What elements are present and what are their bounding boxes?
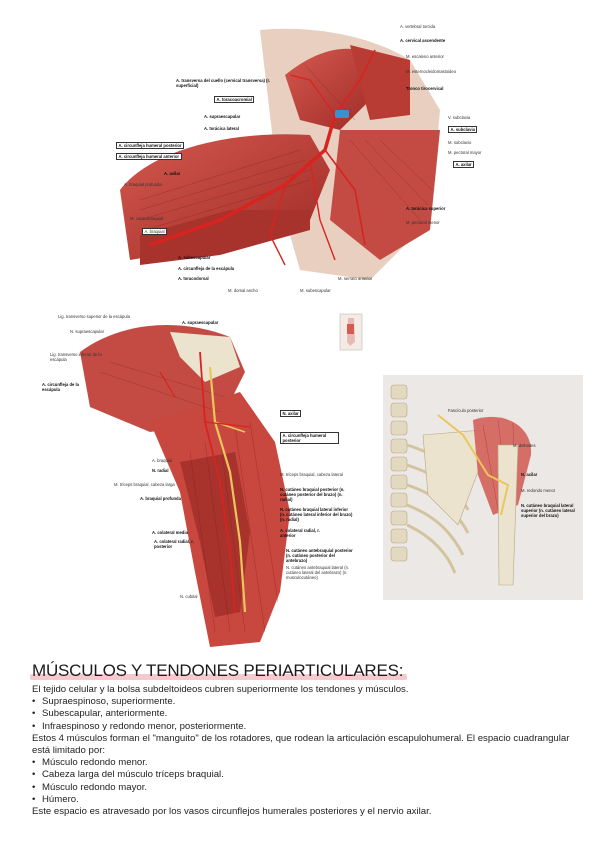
- posterior-arm-illustration: [80, 325, 290, 647]
- label: A. circunfleja humeral posterior: [280, 432, 339, 444]
- label: A. toracoacromial: [214, 96, 255, 103]
- figure-shoulder-skeleton: Fascículo posterior M. deltoides N. axil…: [383, 375, 583, 600]
- figure-top-axillary-dissection: A. vertebral torcida A. cervical ascende…: [110, 20, 500, 305]
- label: A. transversa del cuello (cervical trans…: [176, 78, 271, 88]
- label: Tronco tirocervical: [406, 86, 444, 91]
- label: N. axilar: [521, 472, 538, 477]
- label: N. cutáneo braquial posterior (n. cutáne…: [280, 487, 345, 502]
- label: Fascículo posterior: [448, 408, 484, 413]
- label: A. axilar: [164, 171, 181, 176]
- label: M. tríceps braquial, cabeza larga: [114, 482, 175, 487]
- paragraph-space-content: Este espacio es atravesado por los vasos…: [32, 806, 432, 818]
- label: A. toracodorsal: [178, 276, 209, 281]
- text-section: MÚSCULOS Y TENDONES PERIARTICULARES: El …: [29, 661, 572, 818]
- label: N. cutáneo antebraquial lateral (n. cutá…: [286, 565, 350, 580]
- paragraph-bursa: El tejido celular y la bolsa subdeltoide…: [32, 684, 409, 695]
- label: A. supraescapular: [204, 114, 241, 119]
- label: M. subclavio: [448, 140, 472, 145]
- label: A. circunfleja humeral posterior: [116, 142, 185, 149]
- label: Lig. transverso superior de la escápula: [58, 314, 130, 319]
- label: M. subescapular: [300, 288, 331, 293]
- label: N. cutáneo braquial lateral inferior (n.…: [280, 507, 353, 522]
- label: A. torácica superior: [406, 206, 446, 211]
- label: A. cervical ascendente: [400, 38, 446, 43]
- label: N. cubital: [180, 594, 198, 599]
- label: M. escaleno anterior: [406, 54, 444, 59]
- list-item: Supraespinoso, superiormente.: [32, 696, 572, 708]
- shoulder-skeleton-illustration: [383, 375, 583, 600]
- label: M. pectoral mayor: [448, 150, 482, 155]
- label: A. braquial profunda: [124, 182, 162, 187]
- arm-thumbnail-icon: [339, 313, 363, 351]
- label: A. axilar: [453, 161, 475, 168]
- list-item: Cabeza larga del músculo tríceps braquia…: [32, 769, 572, 781]
- label: M. esternocleidomastoideo: [406, 69, 457, 74]
- label: M. pectoral menor: [406, 220, 440, 225]
- section-heading: MÚSCULOS Y TENDONES PERIARTICULARES:: [29, 661, 408, 680]
- label: A. braquial: [142, 228, 168, 235]
- label: Lig. transverso inferior de la escápula: [50, 352, 102, 362]
- label: N. cutáneo braquial lateral superior (n.…: [521, 503, 575, 518]
- list-quadrangular-space: Músculo redondo menor. Cabeza larga del …: [32, 757, 572, 806]
- label: A. subescapular: [178, 255, 211, 260]
- label: A. braquial: [152, 458, 173, 463]
- list-item: Húmero.: [32, 794, 572, 806]
- list-item: Músculo redondo mayor.: [32, 782, 572, 794]
- paragraph-rotator-cuff: Estos 4 músculos forman el "manguito" de…: [32, 732, 570, 757]
- list-item: Músculo redondo menor.: [32, 757, 572, 769]
- label: A. supraescapular: [182, 320, 219, 325]
- label: A. colateral radial, r. anterior: [280, 528, 320, 538]
- label: A. circunfleja de la escápula: [178, 266, 235, 271]
- label: M. deltoides: [513, 443, 536, 448]
- list-item: Subescapular, anteriormente.: [32, 708, 572, 720]
- label: N. radial: [152, 468, 169, 473]
- orientation-thumbnail: [338, 312, 364, 352]
- label: A. vertebral torcida: [400, 24, 436, 29]
- label: V. subclavia: [448, 115, 471, 120]
- axilla-illustration: [120, 28, 440, 280]
- label: M. redondo menor: [521, 488, 556, 493]
- label: N. supraescapular: [70, 329, 104, 334]
- label: A. torácica lateral: [204, 126, 239, 131]
- label: M. coracobraquial: [130, 216, 164, 221]
- figure-posterior-arm: Lig. transverso superior de la escápula …: [30, 312, 360, 652]
- label: N. axilar: [280, 410, 302, 417]
- label: A. braquial profunda: [140, 496, 181, 501]
- label: A. circunfleja de la escápula: [42, 382, 80, 392]
- label: A. subclavia: [448, 126, 478, 133]
- list-item: Infraespinoso y redondo menor, posterior…: [32, 721, 572, 733]
- label: A. circunfleja humeral anterior: [116, 153, 182, 160]
- label: M. tríceps braquial, cabeza lateral: [280, 472, 343, 477]
- label: M. dorsal ancho: [228, 288, 258, 293]
- label: M. serrato anterior: [338, 276, 373, 281]
- list-rotator-muscles: Supraespinoso, superiormente. Subescapul…: [32, 696, 572, 733]
- label: N. cutáneo antebraquial posterior (n. cu…: [286, 548, 353, 563]
- label: A. colateral media: [152, 530, 188, 535]
- label: A. colateral radial, r. posterior: [154, 539, 194, 549]
